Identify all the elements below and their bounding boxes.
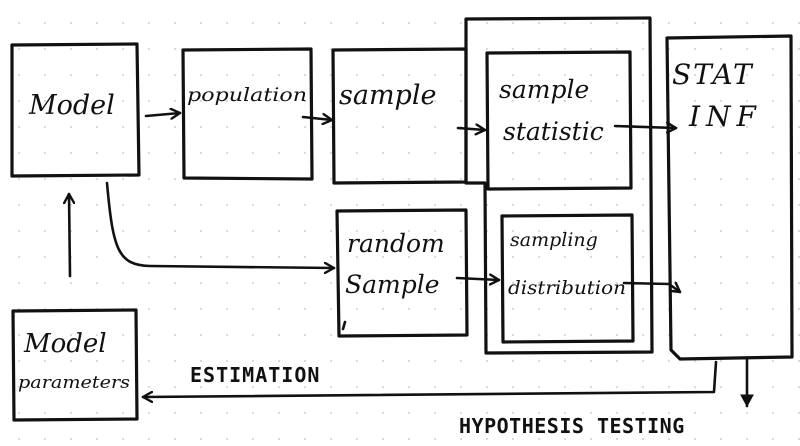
arrow-distribution-to-statinf [622,283,682,294]
model-box [10,42,141,178]
arrow-sample-to-statistic [456,128,487,130]
stat-inf-label-line2: INF [688,100,762,133]
sample-box [331,47,468,185]
random-sample-label-line2: Sample [345,270,440,299]
inference-group-box [464,16,654,355]
random-sample-box [335,208,469,338]
arrow-parameters-to-model [69,192,70,278]
sampling-distribution-label-line2: distribution [508,277,626,299]
sample-label: sample [339,80,436,111]
hypothesis-testing-label: HYPOTHESIS TESTING [459,414,685,438]
arrow-model-to-random-sample [105,181,336,268]
sample-statistic-box [485,50,633,191]
arrow-statistic-to-statinf [613,126,678,128]
model-parameters-label-line2: parameters [18,373,130,393]
arrow-population-to-sample [301,117,334,120]
sampling-distribution-box [500,213,635,344]
sampling-distribution-label-line1: sampling [510,229,598,251]
random-sample-label-line1: random [347,229,445,258]
arrow-estimation [141,360,718,397]
arrow-model-to-population [144,113,182,116]
sample-statistic-label-line1: sample [499,75,589,104]
sample-statistic-label-line2: statistic [503,117,604,146]
stray-mark [341,320,347,331]
model-parameters-box [11,308,139,422]
model-label: Model [28,90,115,121]
stat-inf-box [665,34,794,361]
population-label: population [187,84,307,106]
arrow-random-sample-to-distribution [455,278,501,280]
population-box [181,47,314,181]
estimation-label: ESTIMATION [190,363,320,387]
stat-inf-label-line1: STAT [672,58,754,91]
model-parameters-label-line1: Model [23,329,107,359]
